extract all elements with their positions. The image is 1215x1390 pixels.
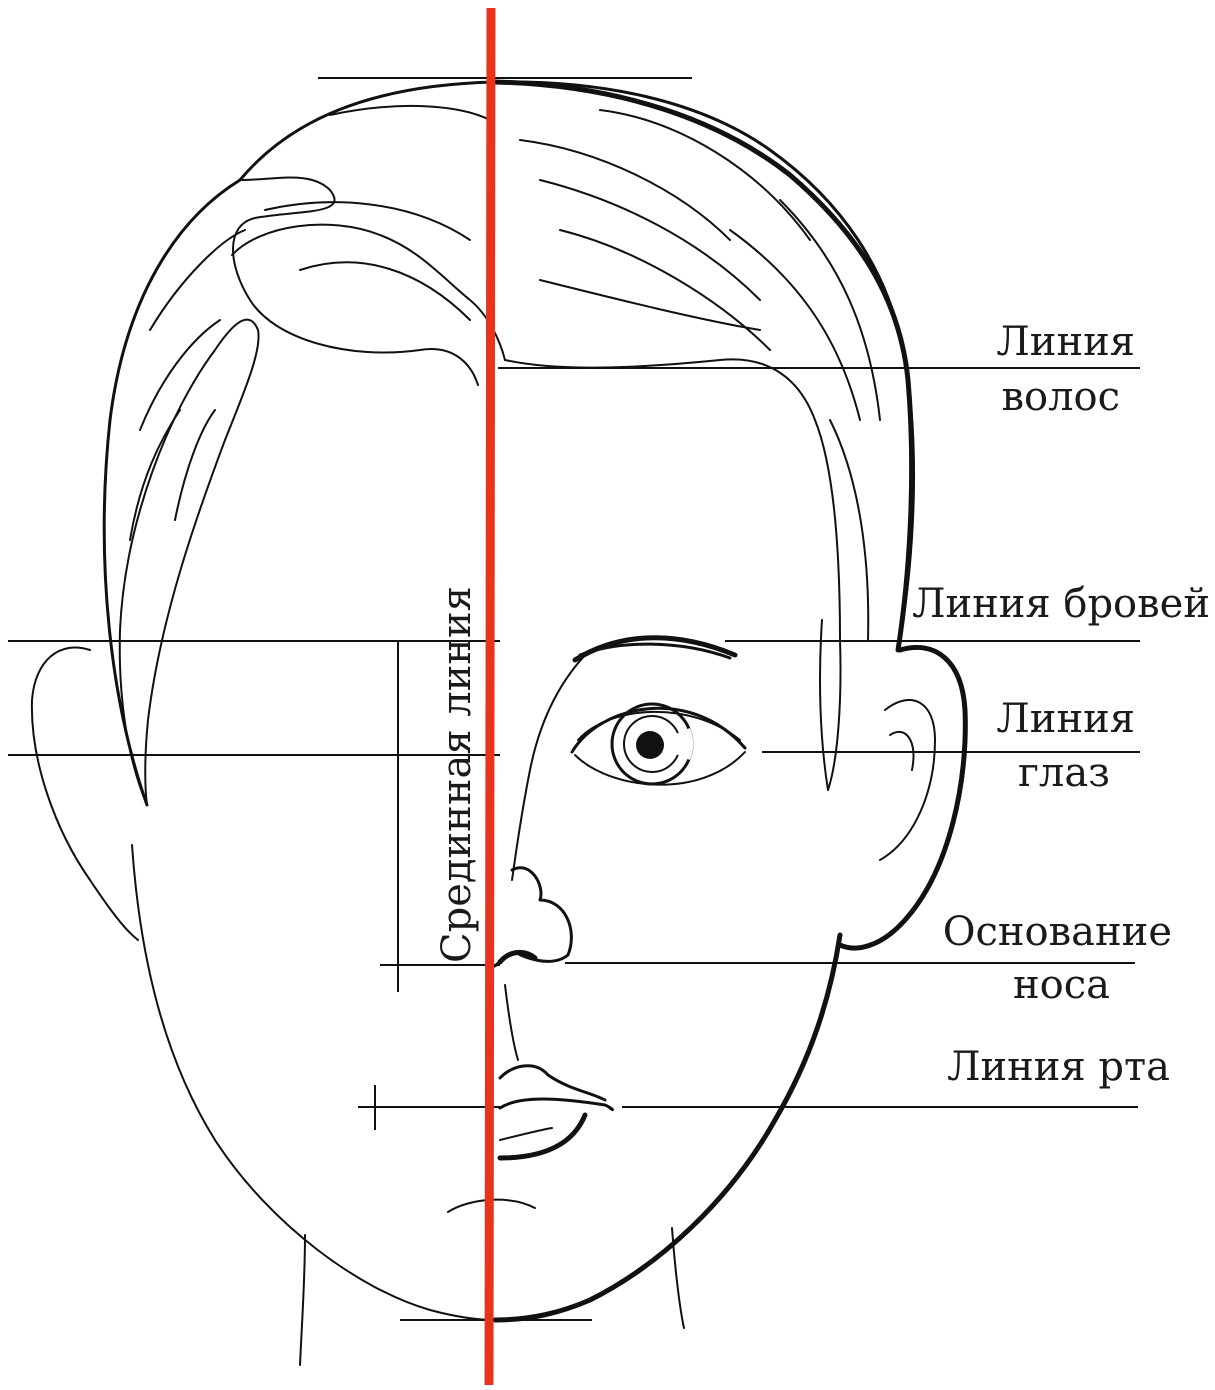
philtrum — [505, 985, 518, 1060]
hair-sideburn — [820, 620, 828, 790]
hair-strand — [600, 110, 810, 240]
hair — [104, 82, 913, 805]
lower-lip-shade — [500, 1128, 552, 1140]
right-jaw — [495, 935, 840, 1320]
label-nose-base-2: носа — [1013, 962, 1110, 1008]
label-midline: Срединная линия — [434, 586, 480, 963]
hair-strand — [540, 280, 760, 330]
hair-strand — [175, 410, 215, 520]
label-nose-base-1: Основание — [943, 909, 1172, 955]
hair-outer — [104, 82, 913, 805]
label-hair-line-1: Линия — [996, 319, 1135, 365]
nose — [495, 868, 571, 966]
label-hair-line-2: волос — [1002, 374, 1121, 420]
hair-strand — [330, 106, 490, 120]
midline-red — [489, 8, 491, 1385]
lip-line — [500, 1099, 612, 1110]
temple-line — [512, 650, 590, 880]
hair-strand — [730, 230, 860, 420]
label-eye-line-2: глаз — [1018, 750, 1110, 796]
hair-strand — [265, 202, 470, 240]
right-ear-inner — [880, 700, 935, 860]
hair-strand — [300, 262, 470, 320]
upper-lip — [500, 1066, 605, 1100]
hair-strand — [540, 180, 760, 300]
hair-strand — [140, 320, 220, 430]
right-ear-fold — [890, 732, 913, 770]
label-mouth-line: Линия рта — [947, 1044, 1170, 1090]
right-ear — [840, 648, 965, 949]
eye-lower-lid — [575, 752, 745, 785]
ears — [32, 647, 965, 948]
hair-strand — [560, 230, 770, 350]
pupil — [636, 731, 664, 759]
nostril — [500, 952, 535, 962]
hair-strand — [150, 230, 245, 330]
label-brow-line: Линия бровей — [912, 581, 1210, 627]
label-eye-line-1: Линия — [996, 696, 1135, 742]
hair-strand — [520, 140, 730, 240]
hair-fringe-curl — [232, 225, 505, 360]
hair-left-lock — [120, 320, 259, 805]
neck-left — [300, 1235, 305, 1365]
